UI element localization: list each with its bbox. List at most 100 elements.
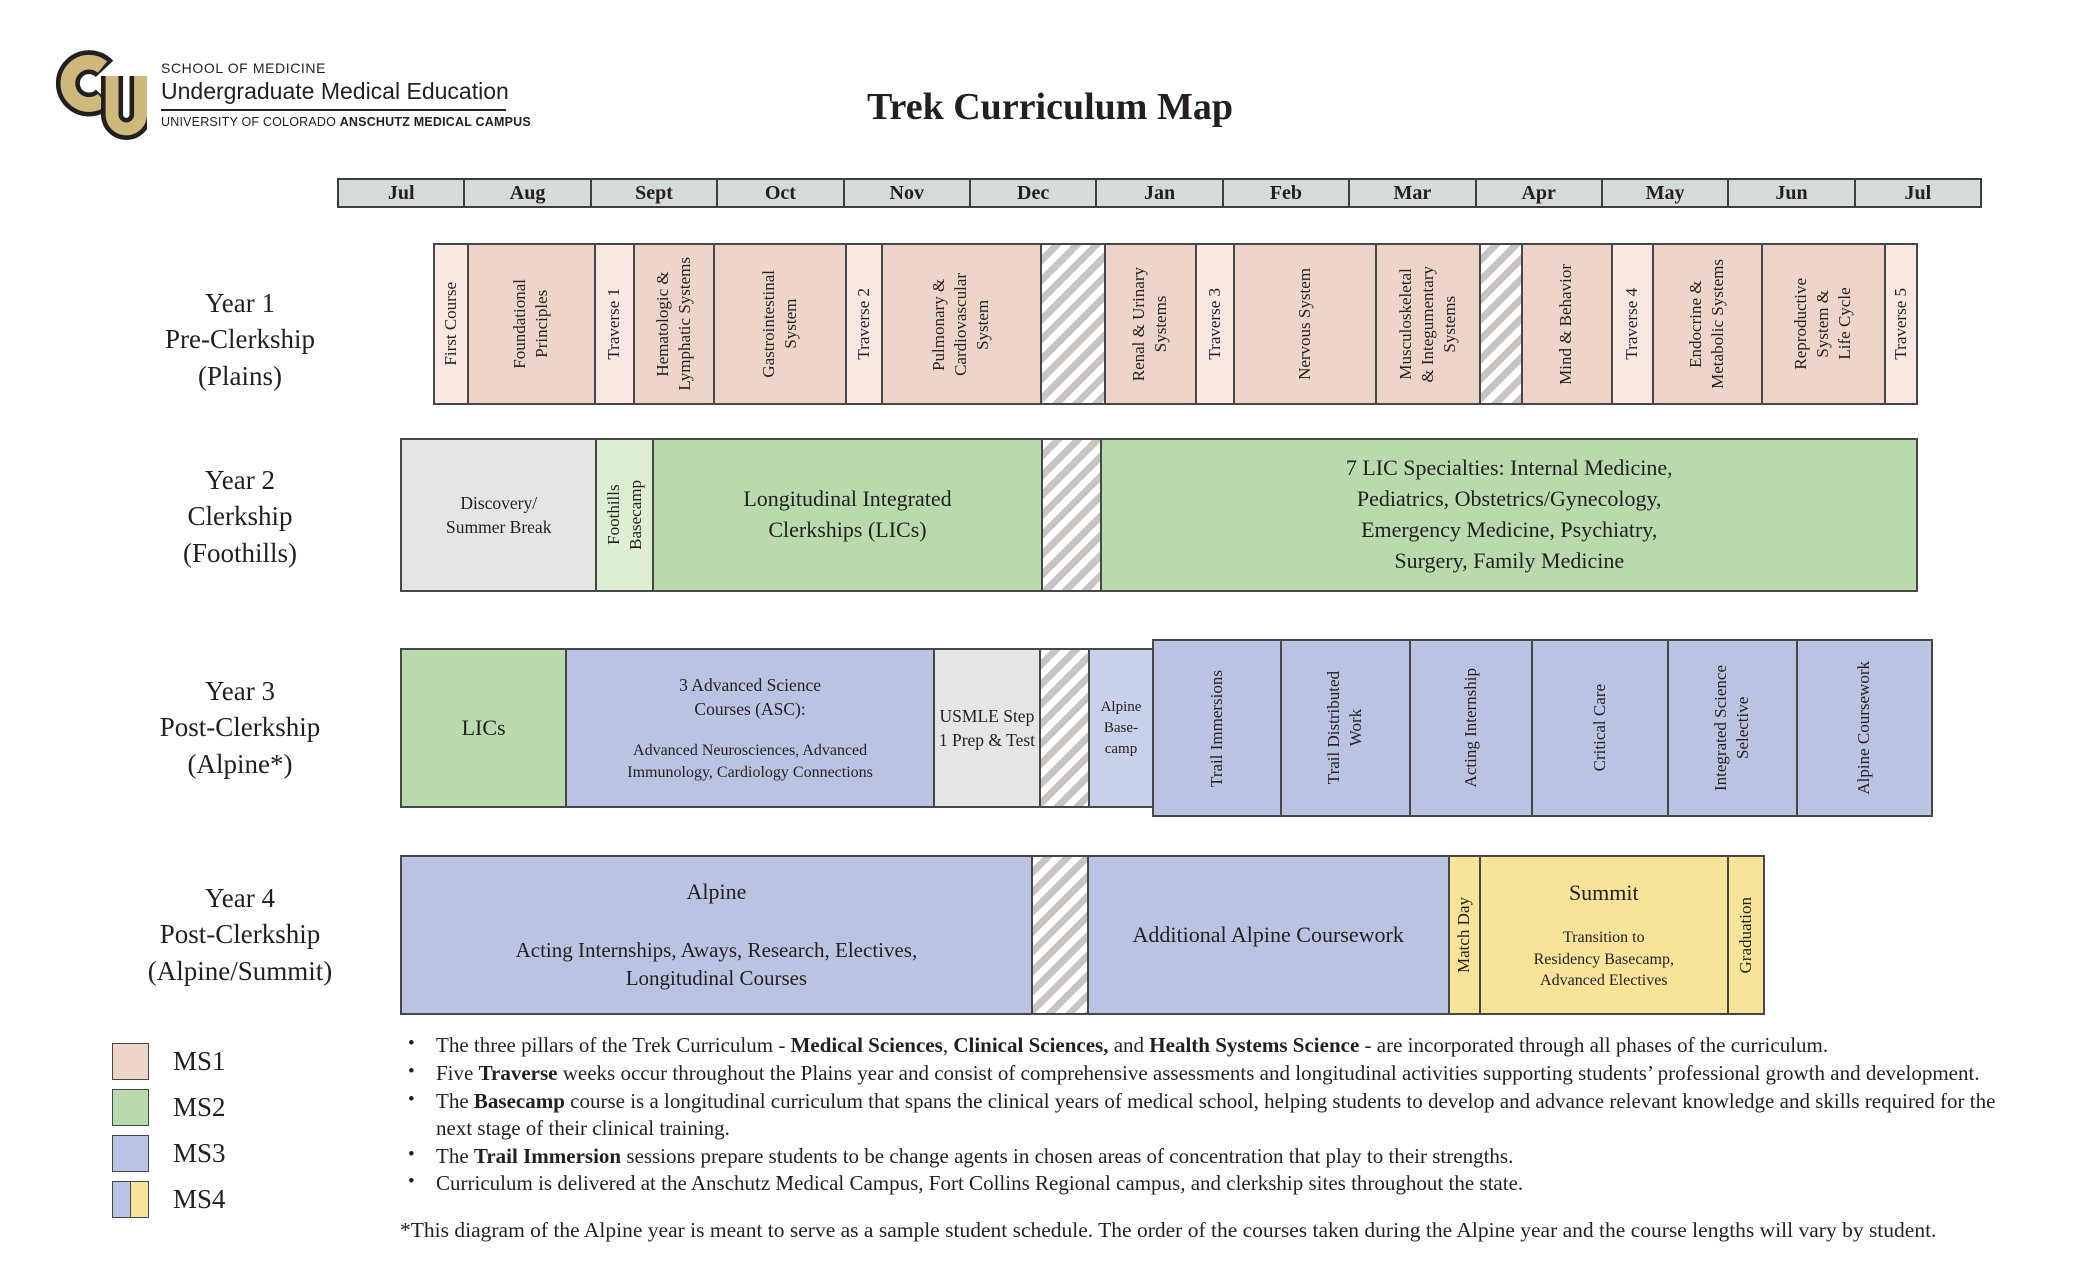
segment-label: Renal & Urinary Systems (1129, 266, 1171, 382)
page-title: Trek Curriculum Map (867, 86, 1233, 128)
segment-longitudinal-integrated-clerkships-lics: Longitudinal Integrated Clerkships (LICs… (652, 438, 1043, 592)
segment-label: Graduation (1735, 896, 1755, 974)
segment-label: LICs (461, 714, 506, 740)
segment-label: Alpine Coursework (1854, 661, 1874, 795)
year1-label-line2: Pre-Clerkship (165, 324, 315, 355)
segment-label: Traverse 1 (604, 288, 624, 360)
note-text: The three pillars of the Trek Curriculum… (436, 1033, 791, 1057)
month-cell-3-oct: Oct (716, 180, 842, 206)
year1-track: First Course Foundational Principles Trave… (433, 243, 1918, 405)
month-cell-8-mar: Mar (1348, 180, 1474, 206)
segment-label: Acting Internship (1461, 668, 1481, 788)
segment-label: First Course (441, 282, 461, 366)
month-cell-7-feb: Feb (1221, 180, 1348, 206)
month-cell-1-aug: Aug (463, 180, 589, 206)
segment-nervous-system: Nervous System (1232, 243, 1377, 405)
swatch-half-ms3 (113, 1181, 130, 1217)
break-segment (1030, 855, 1089, 1015)
note-text: The (436, 1088, 474, 1113)
year4-label-line1: Year 4 (204, 883, 275, 913)
legend-label-ms1: MS1 (173, 1045, 226, 1076)
month-cell-12-jul: Jul (1853, 180, 1980, 206)
note-text: and (1108, 1033, 1150, 1057)
segment-sublabel: Advanced Neurosciences, Advanced Immunol… (627, 741, 873, 781)
brand-university: UNIVERSITY OF COLORADO (161, 115, 340, 129)
segment-label: Integrated Science Selective (1711, 664, 1753, 791)
segment-label: Traverse 2 (854, 288, 874, 360)
note-text: Five (436, 1060, 479, 1085)
segment-label: Summit (1568, 880, 1639, 906)
segment-label: Traverse 4 (1622, 288, 1642, 360)
note-item-2: Five Traverse weeks occur throughout the… (400, 1060, 2030, 1087)
month-cell-10-may: May (1600, 180, 1727, 206)
segment-label: Traverse 5 (1890, 288, 1910, 360)
segment-trail-immersions: Trail Immersions (1151, 639, 1283, 817)
segment-label: Reproductive System & Life Cycle (1791, 278, 1855, 370)
month-cell-4-nov: Nov (842, 180, 969, 206)
segment-label: Trail Distributed Work (1324, 671, 1366, 785)
brand-program-line: Undergraduate Medical Education (161, 78, 509, 111)
segment-critical-care: Critical Care (1531, 639, 1669, 817)
segment-integrated-science-selective: Integrated Science Selective (1666, 639, 1798, 817)
note-bold-term: Health Systems Science (1149, 1033, 1360, 1057)
year2-label: Year 2 Clerkship (Foothills) (90, 462, 390, 571)
note-text: Curriculum is delivered at the Anschutz … (436, 1171, 1524, 1196)
segment-label: Endocrine & Metabolic Systems (1686, 259, 1728, 389)
month-cell-9-apr: Apr (1474, 180, 1601, 206)
break-segment (1040, 438, 1103, 592)
segment-label: Nervous System (1294, 268, 1314, 380)
segment-label: Alpine Base- camp (1100, 698, 1142, 757)
year1-label-line3: (Plains) (198, 360, 282, 391)
segment-reproductive-system-life-cycle: Reproductive System & Life Cycle (1761, 243, 1886, 405)
legend-item-ms2: MS2 (112, 1088, 226, 1126)
segment-label: Foundational Principles (510, 279, 552, 369)
segment-sublabel: Transition to Residency Basecamp, Advanc… (1533, 929, 1674, 990)
segment-usmle-step-1-prep-test: USMLE Step 1 Prep & Test (933, 648, 1041, 808)
note-text: , (942, 1033, 954, 1057)
segment-label: Mind & Behavior (1556, 263, 1576, 385)
segment-hematologic-lymphatic-systems: Hematologic & Lymphatic Systems (632, 243, 715, 405)
year2-label-line1: Year 2 (204, 465, 275, 495)
note-bold-term: Trail Immersion (473, 1143, 622, 1168)
segment-first-course: First Course (433, 243, 470, 405)
cu-logo-icon (55, 50, 147, 140)
segment-label: Match Day (1454, 896, 1474, 973)
segment-acting-internship: Acting Internship (1408, 639, 1534, 817)
segment-label: Gastrointestinal System (758, 270, 801, 378)
break-segment (1038, 648, 1091, 808)
segment-foundational-principles: Foundational Principles (467, 243, 596, 405)
segment-alpine-base-camp: Alpine Base- camp (1088, 648, 1154, 808)
break-segment (1479, 243, 1523, 405)
year2-track: Discovery/ Summer Break Foothills Basecam… (400, 438, 1918, 592)
segment-label: Hematologic & Lymphatic Systems (652, 257, 694, 391)
note-bold-term: Clinical Sciences, (953, 1033, 1109, 1057)
month-cell-6-jan: Jan (1095, 180, 1221, 206)
segment-label: Trail Immersions (1206, 669, 1226, 787)
note-text: The (436, 1143, 474, 1168)
segment-foothills-basecamp: Foothills Basecamp (595, 438, 655, 592)
segment-label: Foothills Basecamp (603, 480, 645, 550)
legend-label-ms3: MS3 (173, 1137, 226, 1168)
legend-item-ms3: MS3 (112, 1134, 226, 1172)
segment-traverse-4: Traverse 4 (1610, 243, 1654, 405)
segment-traverse-1: Traverse 1 (593, 243, 635, 405)
notes: The three pillars of the Trek Curriculum… (400, 1032, 2030, 1198)
year2-label-line2: Clerkship (187, 501, 293, 532)
segment-3-advanced-science-courses-asc: 3 Advanced Science Courses (ASC):Advance… (565, 648, 936, 808)
month-cell-2-sept: Sept (589, 180, 716, 206)
note-bold-term: Traverse (478, 1060, 558, 1085)
segment-label: Traverse 3 (1204, 288, 1224, 360)
brand-school-line: SCHOOL OF MEDICINE (161, 60, 327, 76)
year4-label: Year 4 Post-Clerkship (Alpine/Summit) (90, 880, 390, 989)
note-text: weeks occur throughout the Plains year a… (557, 1060, 1980, 1085)
year3-track: LICs 3 Advanced Science Courses (ASC):Adv… (400, 639, 1934, 817)
legend-item-ms1: MS1 (112, 1042, 226, 1080)
segment-label: USMLE Step 1 Prep & Test (938, 705, 1036, 751)
segment-label: Discovery/ Summer Break (445, 492, 552, 538)
month-cell-5-dec: Dec (968, 180, 1095, 206)
segment-endocrine-metabolic-systems: Endocrine & Metabolic Systems (1651, 243, 1764, 405)
segment-gastrointestinal-system: Gastrointestinal System (712, 243, 848, 405)
